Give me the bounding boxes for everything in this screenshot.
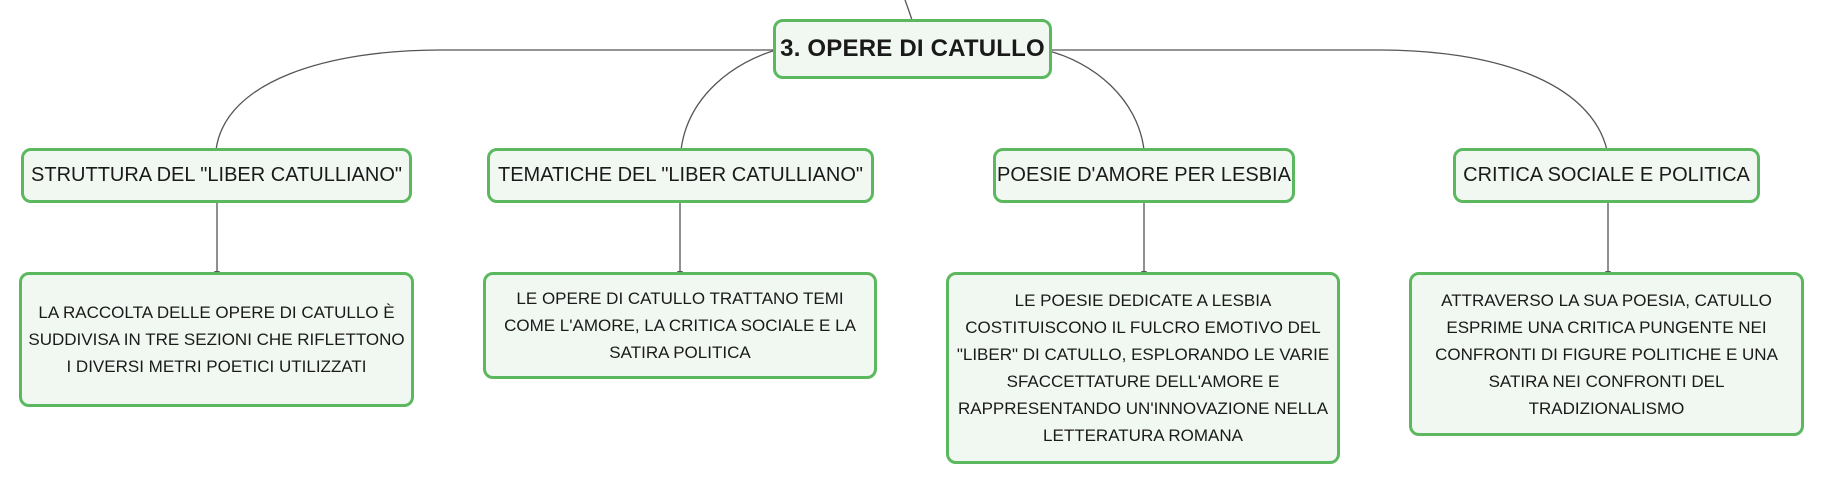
detail-text: LE OPERE DI CATULLO TRATTANO TEMI COME L… [504,289,856,362]
branch-critica-sociale[interactable]: CRITICA SOCIALE E POLITICA [1453,148,1760,203]
detail-text: LE POESIE DEDICATE A LESBIA COSTITUISCON… [956,291,1330,445]
detail-tematiche[interactable]: LE OPERE DI CATULLO TRATTANO TEMI COME L… [483,272,877,379]
link-root-branch-2 [680,49,777,151]
detail-text: LA RACCOLTA DELLE OPERE DI CATULLO È SUD… [28,303,405,376]
link-root-branch-3 [1044,49,1145,151]
branch-struttura[interactable]: STRUTTURA DEL "LIBER CATULLIANO" [21,148,412,203]
branch-tematiche[interactable]: TEMATICHE DEL "LIBER CATULLIANO" [487,148,874,203]
detail-critica-sociale[interactable]: ATTRAVERSO LA SUA POESIA, CATULLO ESPRIM… [1409,272,1804,436]
detail-text: ATTRAVERSO LA SUA POESIA, CATULLO ESPRIM… [1435,290,1778,418]
root-topic[interactable]: 3. OPERE DI CATULLO [773,19,1052,79]
branch-label: POESIE D'AMORE PER LESBIA [997,164,1291,186]
branch-label: STRUTTURA DEL "LIBER CATULLIANO" [31,164,402,186]
link-root-branch-1 [215,49,776,151]
detail-struttura[interactable]: LA RACCOLTA DELLE OPERE DI CATULLO È SUD… [19,272,414,407]
branch-poesie-lesbia[interactable]: POESIE D'AMORE PER LESBIA [993,148,1295,203]
detail-poesie-lesbia[interactable]: LE POESIE DEDICATE A LESBIA COSTITUISCON… [946,272,1340,464]
parent-link [904,0,913,21]
branch-label: CRITICA SOCIALE E POLITICA [1463,164,1750,186]
branch-label: TEMATICHE DEL "LIBER CATULLIANO" [497,164,863,186]
root-title: 3. OPERE DI CATULLO [780,35,1045,62]
link-root-branch-4 [1045,49,1608,151]
